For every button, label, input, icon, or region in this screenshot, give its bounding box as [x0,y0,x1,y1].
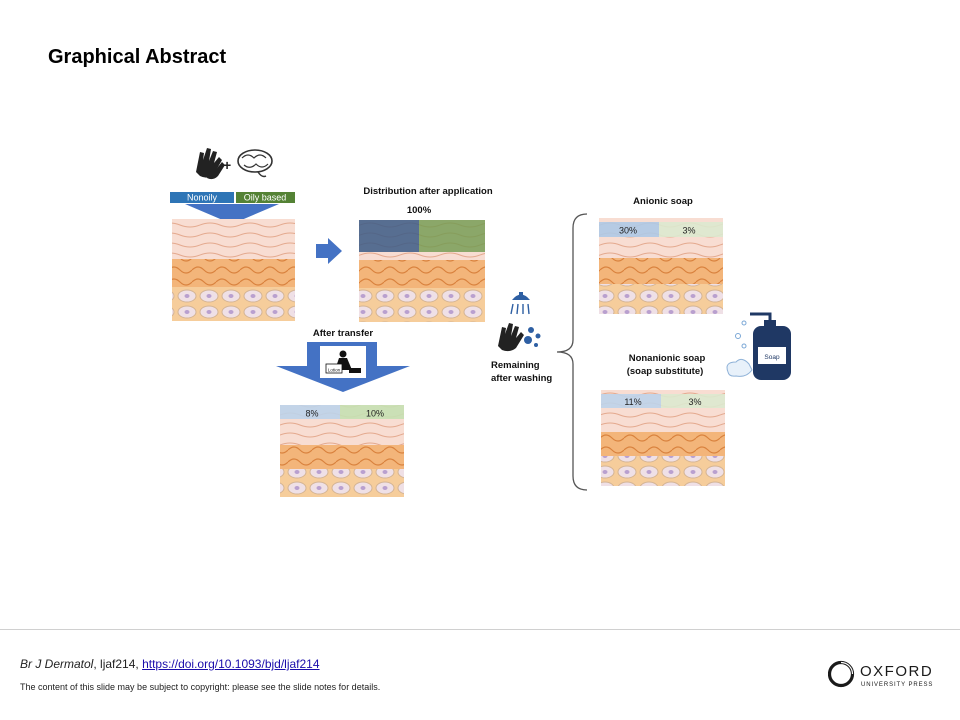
soap-bottle-icon [726,312,791,380]
skin-block-distribution [359,220,485,322]
remaining-label-line2: after washing [491,373,552,384]
article-id: , ljaf214, [93,657,143,671]
nonanionic-nonoily-layer [601,394,661,408]
svg-text:+: + [223,157,231,173]
oily-layer [419,220,485,252]
washing-hands-icon [498,323,541,352]
remaining-label-line1: Remaining [491,360,540,371]
anionic-oily-layer [659,222,723,237]
footer-divider [0,629,960,630]
down-arrow-icon [185,204,279,224]
nonanionic-nonoily-percent: 11% [624,397,641,407]
skin-block-transfer [280,405,404,497]
skin-block-initial [172,219,295,321]
nonanionic-oily-percent: 3% [688,397,701,407]
transfer-nonoily-percent: 8% [305,409,318,419]
nonanionic-title-line1: Nonanionic soap [629,353,706,364]
transfer-oily-layer [340,405,404,419]
brain-icon [237,149,273,178]
journal-name: Br J Dermatol [20,657,94,671]
after-transfer-label: After transfer [313,328,373,339]
nonanionic-oily-layer [661,394,725,408]
skin-block-anionic [599,218,723,314]
right-arrow-icon [316,238,342,264]
distribution-percent: 100% [407,205,432,216]
nonanionic-title-line2: (soap substitute) [627,366,704,377]
hand-icon [196,148,225,180]
nonoily-bar [170,192,234,203]
soap-label: Soap [764,354,780,361]
shower-icon [510,292,530,315]
transfer-nonoily-layer [280,405,340,419]
brace-divider [556,213,588,491]
transfer-oily-percent: 10% [366,409,384,419]
oxford-university-press-logo[interactable]: OXFORD UNIVERSITY PRESS [828,659,948,691]
anionic-nonoily-layer [599,222,659,237]
distribution-title: Distribution after application [363,186,493,197]
oily-label: Oily based [244,193,287,203]
citation: Br J Dermatol, ljaf214, https://doi.org/… [20,657,320,671]
oily-bar [236,192,295,203]
oup-emblem-icon [828,660,855,688]
nonoily-label: Nonoily [187,193,218,203]
publisher-subtitle: UNIVERSITY PRESS [861,682,933,688]
slide-title: Graphical Abstract [48,46,227,68]
anionic-oily-percent: 3% [682,226,695,236]
skin-block-nonanionic [601,390,725,486]
graphical-abstract-figure: + Nonoily Oily based Distribution after … [170,148,791,497]
lotion-label: Lotion [328,368,341,373]
copyright-notice: The content of this slide may be subject… [20,682,381,692]
doi-link[interactable]: https://doi.org/10.1093/bjd/ljaf214 [142,657,320,671]
publisher-name: OXFORD [860,663,933,680]
nonoily-layer [359,220,419,252]
lotion-transfer-icon [320,346,366,378]
anionic-title: Anionic soap [633,196,693,207]
anionic-nonoily-percent: 30% [619,226,637,236]
